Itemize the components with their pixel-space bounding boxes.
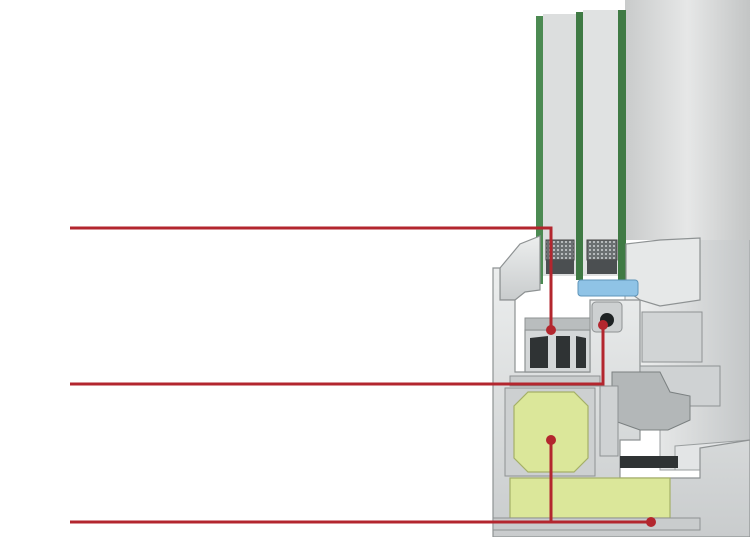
thermal-insulation-inserts	[492, 387, 701, 531]
frame-chamber-low	[599, 385, 619, 457]
marker-insulation-lower	[646, 517, 656, 527]
glass-pane-2	[576, 12, 583, 280]
sash-lower-wall	[509, 375, 601, 387]
insulation-insert-lower	[509, 477, 671, 519]
callout-line-seal	[70, 325, 605, 386]
callout-lines	[70, 226, 651, 524]
spacer-seal-2	[587, 260, 617, 274]
reinforcement-left-cell	[530, 336, 548, 368]
spacer-seal-1	[546, 260, 574, 274]
triple-glazing	[536, 0, 750, 284]
glass-cavity-2	[583, 10, 620, 276]
sash-top-lip	[499, 235, 541, 301]
frame-chambers	[599, 311, 721, 468]
glass-back-pane	[625, 0, 750, 240]
callout-line-reinforcement	[70, 226, 553, 330]
reinforcement-mid-cell	[556, 336, 570, 368]
glass-pane-3	[618, 10, 626, 280]
marker-reinforcement	[546, 325, 556, 335]
steel-reinforcement-chamber	[524, 317, 591, 373]
blue-gasket	[577, 279, 639, 297]
glass-pane-1	[536, 16, 543, 284]
spacer-bar-2	[586, 239, 618, 261]
marker-insulation-upper	[546, 435, 556, 445]
frame-hardware-groove	[611, 371, 691, 431]
profile-bottom-wall	[492, 517, 701, 531]
reinforcement-right-cell	[576, 336, 586, 368]
callout-markers	[546, 320, 656, 527]
insulation-insert-upper	[513, 391, 589, 473]
reinforcement-cap	[524, 317, 591, 331]
glass-cavity-1	[543, 14, 577, 276]
marker-seal	[598, 320, 608, 330]
frame-foot-seal	[620, 456, 678, 468]
frame-chamber-top	[641, 311, 703, 363]
